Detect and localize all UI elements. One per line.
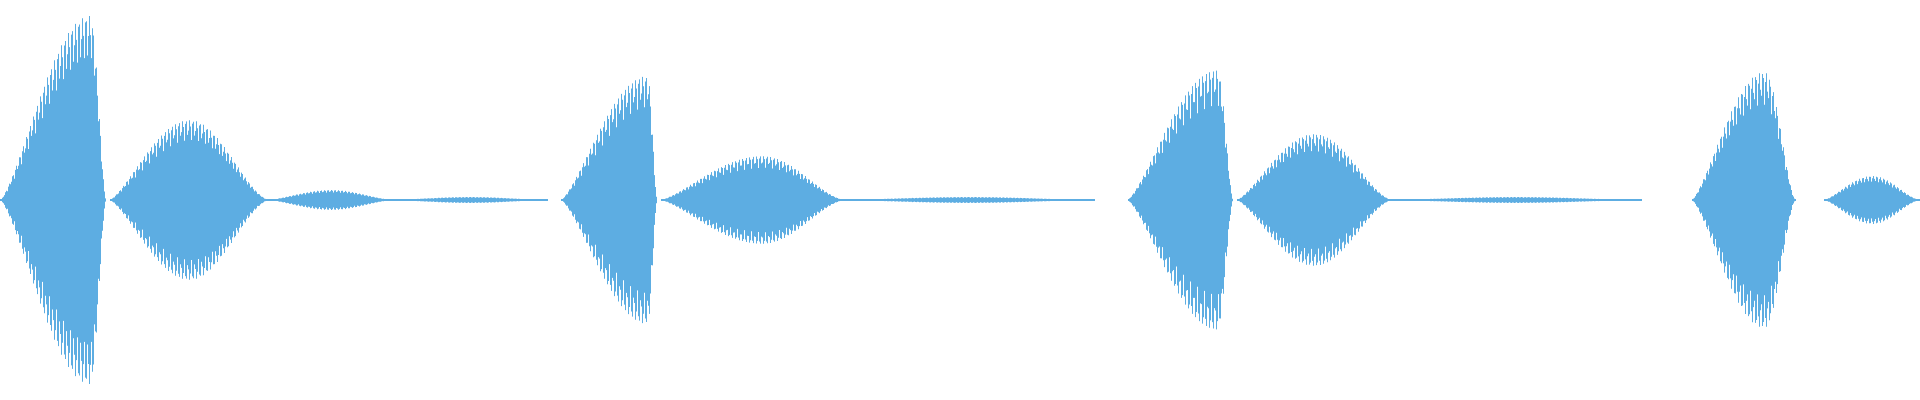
waveform-segment-2 bbox=[561, 76, 1095, 324]
waveform-segment-4-trace bbox=[1692, 73, 1920, 327]
waveform-segment-1-trace bbox=[0, 16, 548, 384]
waveform-segment-2-trace bbox=[561, 76, 1095, 324]
waveform-segment-4 bbox=[1692, 73, 1920, 327]
waveform-segment-3 bbox=[1128, 70, 1642, 330]
waveform-segment-1 bbox=[0, 16, 548, 384]
waveform-lines bbox=[0, 16, 1920, 384]
waveform-segment-3-trace bbox=[1128, 70, 1642, 330]
